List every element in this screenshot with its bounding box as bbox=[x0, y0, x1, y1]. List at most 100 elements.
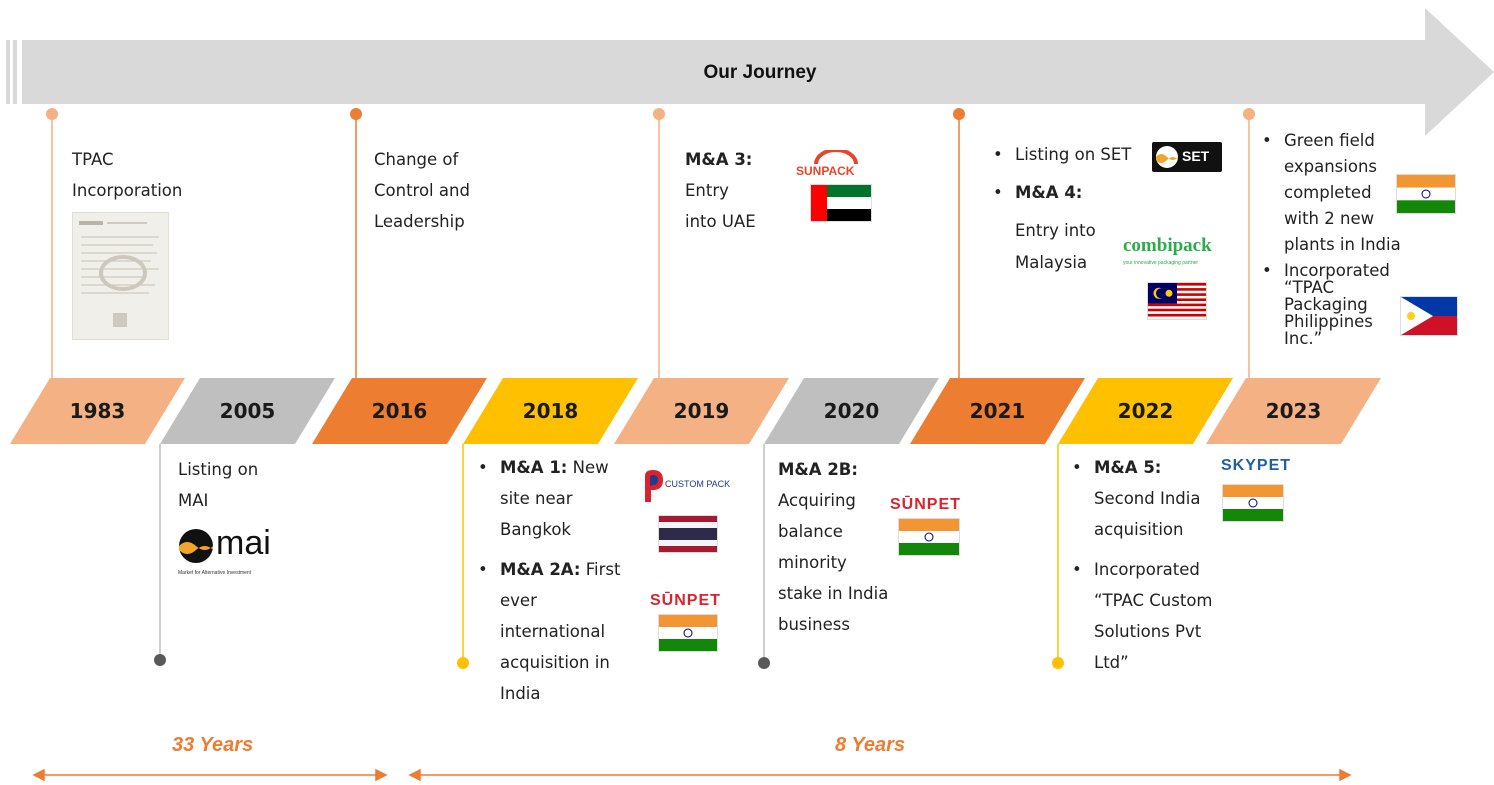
event-2023: Green field expansions completed with 2 … bbox=[1262, 128, 1401, 347]
event-line: minority bbox=[778, 553, 847, 572]
event-line: Acquiring bbox=[778, 491, 856, 510]
combipack-logo-subtitle: your innovative packaging partner bbox=[1123, 260, 1199, 266]
event-line: completed bbox=[1284, 183, 1372, 202]
event-line: Incorporated bbox=[1094, 560, 1200, 579]
bullet-bold: M&A 5: bbox=[1094, 458, 1162, 477]
connector-dot-2016 bbox=[350, 108, 362, 120]
span-label-8-years: 8 Years bbox=[835, 734, 906, 756]
event-2021: Listing on SET M&A 4: Entry into Malaysi… bbox=[985, 139, 1131, 279]
event-2021-bullet-1: Listing on SET bbox=[993, 139, 1132, 171]
malaysia-flag bbox=[1147, 282, 1207, 320]
year-label: 2023 bbox=[1265, 399, 1322, 423]
year-2018: 2018 bbox=[463, 378, 638, 444]
sunpack-logo-text: SUNPACK bbox=[796, 164, 855, 178]
event-line: Philippines bbox=[1284, 312, 1373, 331]
india-flag bbox=[1396, 174, 1456, 214]
event-line: TPAC bbox=[72, 150, 114, 169]
connector-dot-2020 bbox=[758, 657, 770, 669]
event-line: Entry bbox=[685, 181, 729, 200]
journey-title: Our Journey bbox=[703, 62, 817, 83]
event-2005: Listing on MAI bbox=[178, 454, 258, 516]
connector-dot-2023 bbox=[1243, 108, 1255, 120]
event-2021-bullet-2: M&A 4: Entry into Malaysia bbox=[993, 177, 1131, 279]
event-line: Listing on bbox=[178, 460, 259, 479]
combipack-logo: combipack bbox=[1123, 235, 1212, 256]
event-line: Incorporation bbox=[72, 181, 183, 200]
india-flag bbox=[658, 614, 718, 652]
event-line: Leadership bbox=[374, 212, 465, 231]
event-line: business bbox=[778, 615, 850, 634]
event-line: acquisition in bbox=[500, 653, 610, 672]
philippines-flag bbox=[1400, 296, 1458, 336]
connector-dot-2021 bbox=[953, 108, 965, 120]
event-line: Ltd” bbox=[1094, 653, 1129, 672]
india-flag bbox=[898, 518, 960, 556]
year-2016: 2016 bbox=[312, 378, 487, 444]
event-1983: TPAC Incorporation bbox=[72, 144, 182, 206]
event-line: Green field bbox=[1284, 131, 1375, 150]
mai-logo-text: mai bbox=[216, 524, 271, 562]
event-line: Control and bbox=[374, 181, 470, 200]
event-2018-bullet-1: M&A 1: New site near Bangkok bbox=[478, 452, 620, 545]
connector-dot-2019 bbox=[653, 108, 665, 120]
event-2022-bullet-2: Incorporated “TPAC Custom Solutions Pvt … bbox=[1072, 554, 1213, 678]
event-2018: M&A 1: New site near Bangkok M&A 2A: Fir… bbox=[478, 452, 621, 709]
event-bold: M&A 2B: bbox=[778, 460, 858, 479]
set-logo: SET bbox=[1152, 142, 1222, 172]
year-label: 2022 bbox=[1117, 399, 1174, 423]
year-label: 2020 bbox=[823, 399, 880, 423]
year-label: 2016 bbox=[371, 399, 428, 423]
uae-flag bbox=[810, 184, 872, 222]
event-line: Entry into bbox=[1015, 221, 1096, 240]
event-line: site near bbox=[500, 489, 573, 508]
event-line: India bbox=[500, 684, 541, 703]
sunpet-logo: SŪNPET bbox=[650, 592, 721, 609]
event-line: Packaging bbox=[1284, 295, 1368, 314]
event-2022: M&A 5: Second India acquisition Incorpor… bbox=[1072, 452, 1213, 678]
event-line: balance bbox=[778, 522, 843, 541]
year-2005: 2005 bbox=[160, 378, 335, 444]
bullet-text: Listing on SET bbox=[1015, 145, 1132, 164]
thailand-flag bbox=[658, 515, 718, 553]
bullet-bold: M&A 1: bbox=[500, 458, 568, 477]
bullet-text: First bbox=[580, 560, 621, 579]
connector-dot-1983 bbox=[46, 108, 58, 120]
event-line: with 2 new bbox=[1284, 209, 1375, 228]
event-line: “TPAC Custom bbox=[1094, 591, 1213, 610]
event-2020: M&A 2B: Acquiring balance minority stake… bbox=[778, 454, 888, 640]
event-line: Bangkok bbox=[500, 520, 571, 539]
connector-dot-2005 bbox=[154, 654, 166, 666]
custom-pack-logo-text: CUSTOM PACK bbox=[665, 479, 731, 489]
year-label: 2018 bbox=[522, 399, 579, 423]
event-2016: Change of Control and Leadership bbox=[374, 144, 470, 237]
year-label: 2005 bbox=[219, 399, 276, 423]
year-2023: 2023 bbox=[1206, 378, 1381, 444]
event-line: stake in India bbox=[778, 584, 889, 603]
skypet-logo: SKYPET bbox=[1221, 457, 1292, 474]
event-line: Solutions Pvt bbox=[1094, 622, 1202, 641]
event-bold: M&A 3: bbox=[685, 150, 753, 169]
connector-dot-2022 bbox=[1052, 657, 1064, 669]
sunpet-logo: SŪNPET bbox=[890, 496, 961, 513]
year-label: 1983 bbox=[69, 399, 126, 423]
event-2023-bullet-1: Green field expansions completed with 2 … bbox=[1262, 128, 1401, 258]
mai-logo-subtitle: Market for Alternative Investment bbox=[178, 570, 252, 576]
bullet-bold: M&A 2A: bbox=[500, 560, 581, 579]
year-2020: 2020 bbox=[764, 378, 939, 444]
year-label: 2019 bbox=[673, 399, 730, 423]
india-flag bbox=[1222, 484, 1284, 522]
event-2018-bullet-2: M&A 2A: First ever international acquisi… bbox=[478, 554, 621, 709]
custom-pack-logo: CUSTOM PACK bbox=[641, 468, 751, 502]
event-line: acquisition bbox=[1094, 520, 1184, 539]
sunpack-logo: SUNPACK bbox=[794, 150, 878, 180]
event-2023-bullet-2: Incorporated “TPAC Packaging Philippines… bbox=[1262, 262, 1401, 347]
event-line: Change of bbox=[374, 150, 459, 169]
event-line: “TPAC bbox=[1284, 278, 1335, 297]
event-2019: M&A 3: Entry into UAE bbox=[685, 144, 756, 237]
event-line: into UAE bbox=[685, 212, 756, 231]
incorporation-document-image bbox=[72, 212, 169, 340]
event-line: plants in India bbox=[1284, 235, 1401, 254]
year-1983: 1983 bbox=[10, 378, 185, 444]
